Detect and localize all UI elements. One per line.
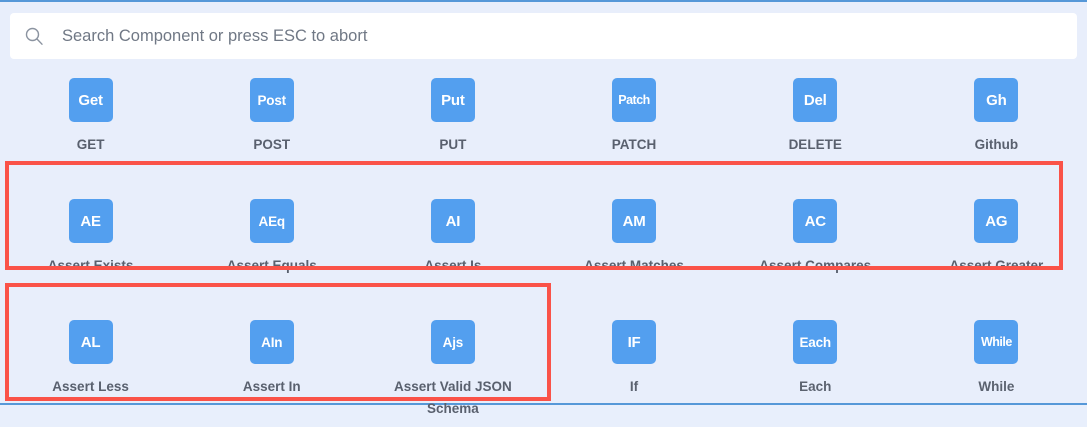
component-tile-github[interactable]: Gh Github <box>906 64 1087 156</box>
component-tile-while[interactable]: While While <box>906 306 1087 398</box>
component-tile-delete[interactable]: Del DELETE <box>725 64 906 156</box>
component-icon-assert-is[interactable]: AI <box>430 199 475 243</box>
component-icon-get[interactable]: Get <box>68 78 113 122</box>
component-label-assert-matches[interactable]: Assert Matches <box>584 258 684 273</box>
component-icon-assert-greater[interactable]: AG <box>974 199 1019 243</box>
component-icon-post[interactable]: Post <box>249 78 294 122</box>
component-tile-put[interactable]: Put PUT <box>362 64 543 156</box>
component-tile-if[interactable]: IF If <box>543 306 724 398</box>
component-icon-assert-equals[interactable]: AEq <box>249 199 294 243</box>
component-tile-assert-in[interactable]: AIn Assert In <box>181 306 362 398</box>
component-tile-assert-less[interactable]: AL Assert Less <box>0 306 181 398</box>
search-icon <box>16 13 52 59</box>
component-tile-each[interactable]: Each Each <box>725 306 906 398</box>
component-tile-assert-valid-json-schema[interactable]: Ajs Assert Valid JSON Schema <box>362 306 543 420</box>
component-icon-github[interactable]: Gh <box>974 78 1019 122</box>
component-label-github[interactable]: Github <box>974 137 1019 152</box>
component-tile-assert-greater[interactable]: AG Assert Greater <box>906 185 1087 277</box>
component-icon-assert-in[interactable]: AIn <box>249 320 294 364</box>
component-row-http-methods: Get GET Post POST Put PUT Patch PATCH De… <box>0 64 1087 185</box>
component-icon-put[interactable]: Put <box>430 78 475 122</box>
component-tile-post[interactable]: Post POST <box>181 64 362 156</box>
component-label-patch[interactable]: PATCH <box>611 137 657 152</box>
component-icon-if[interactable]: IF <box>612 320 657 364</box>
component-row-assertions-2: AL Assert Less AIn Assert In Ajs Assert … <box>0 306 1087 427</box>
component-label-post[interactable]: POST <box>253 137 291 152</box>
component-icon-assert-valid-json-schema[interactable]: Ajs <box>430 320 475 364</box>
component-icon-each[interactable]: Each <box>793 320 838 364</box>
component-label-assert-greater[interactable]: Assert Greater <box>949 258 1044 273</box>
component-icon-delete[interactable]: Del <box>793 78 838 122</box>
component-label-assert-equals[interactable]: Assert Equals <box>226 258 317 273</box>
search-input[interactable] <box>52 14 1077 58</box>
component-label-put[interactable]: PUT <box>439 137 467 152</box>
component-label-each[interactable]: Each <box>799 379 832 394</box>
component-grid: Get GET Post POST Put PUT Patch PATCH De… <box>0 64 1087 427</box>
component-label-assert-valid-json-schema[interactable]: Assert Valid JSON Schema <box>393 379 512 416</box>
component-icon-assert-compares[interactable]: AC <box>793 199 838 243</box>
component-tile-patch[interactable]: Patch PATCH <box>543 64 724 156</box>
component-label-while[interactable]: While <box>978 379 1015 394</box>
search-bar[interactable] <box>10 13 1077 59</box>
component-palette-panel: Get GET Post POST Put PUT Patch PATCH De… <box>0 0 1087 416</box>
component-label-assert-is[interactable]: Assert Is <box>424 258 482 273</box>
component-label-delete[interactable]: DELETE <box>788 137 842 152</box>
component-icon-while[interactable]: While <box>974 320 1019 364</box>
component-label-assert-in[interactable]: Assert In <box>242 379 301 394</box>
component-icon-assert-less[interactable]: AL <box>68 320 113 364</box>
component-tile-assert-matches[interactable]: AM Assert Matches <box>543 185 724 277</box>
component-tile-assert-exists[interactable]: AE Assert Exists <box>0 185 181 277</box>
component-tile-assert-is[interactable]: AI Assert Is <box>362 185 543 277</box>
component-tile-assert-equals[interactable]: AEq Assert Equals <box>181 185 362 277</box>
component-label-assert-exists[interactable]: Assert Exists <box>47 258 134 273</box>
component-icon-assert-exists[interactable]: AE <box>68 199 113 243</box>
component-tile-get[interactable]: Get GET <box>0 64 181 156</box>
component-icon-patch[interactable]: Patch <box>612 78 657 122</box>
component-label-assert-less[interactable]: Assert Less <box>52 379 129 394</box>
component-label-get[interactable]: GET <box>76 137 105 152</box>
component-tile-assert-compares[interactable]: AC Assert Compares <box>725 185 906 277</box>
component-label-if[interactable]: If <box>629 379 639 394</box>
component-row-assertions-1: AE Assert Exists AEq Assert Equals AI As… <box>0 185 1087 306</box>
component-label-assert-compares[interactable]: Assert Compares <box>759 258 872 273</box>
component-icon-assert-matches[interactable]: AM <box>612 199 657 243</box>
